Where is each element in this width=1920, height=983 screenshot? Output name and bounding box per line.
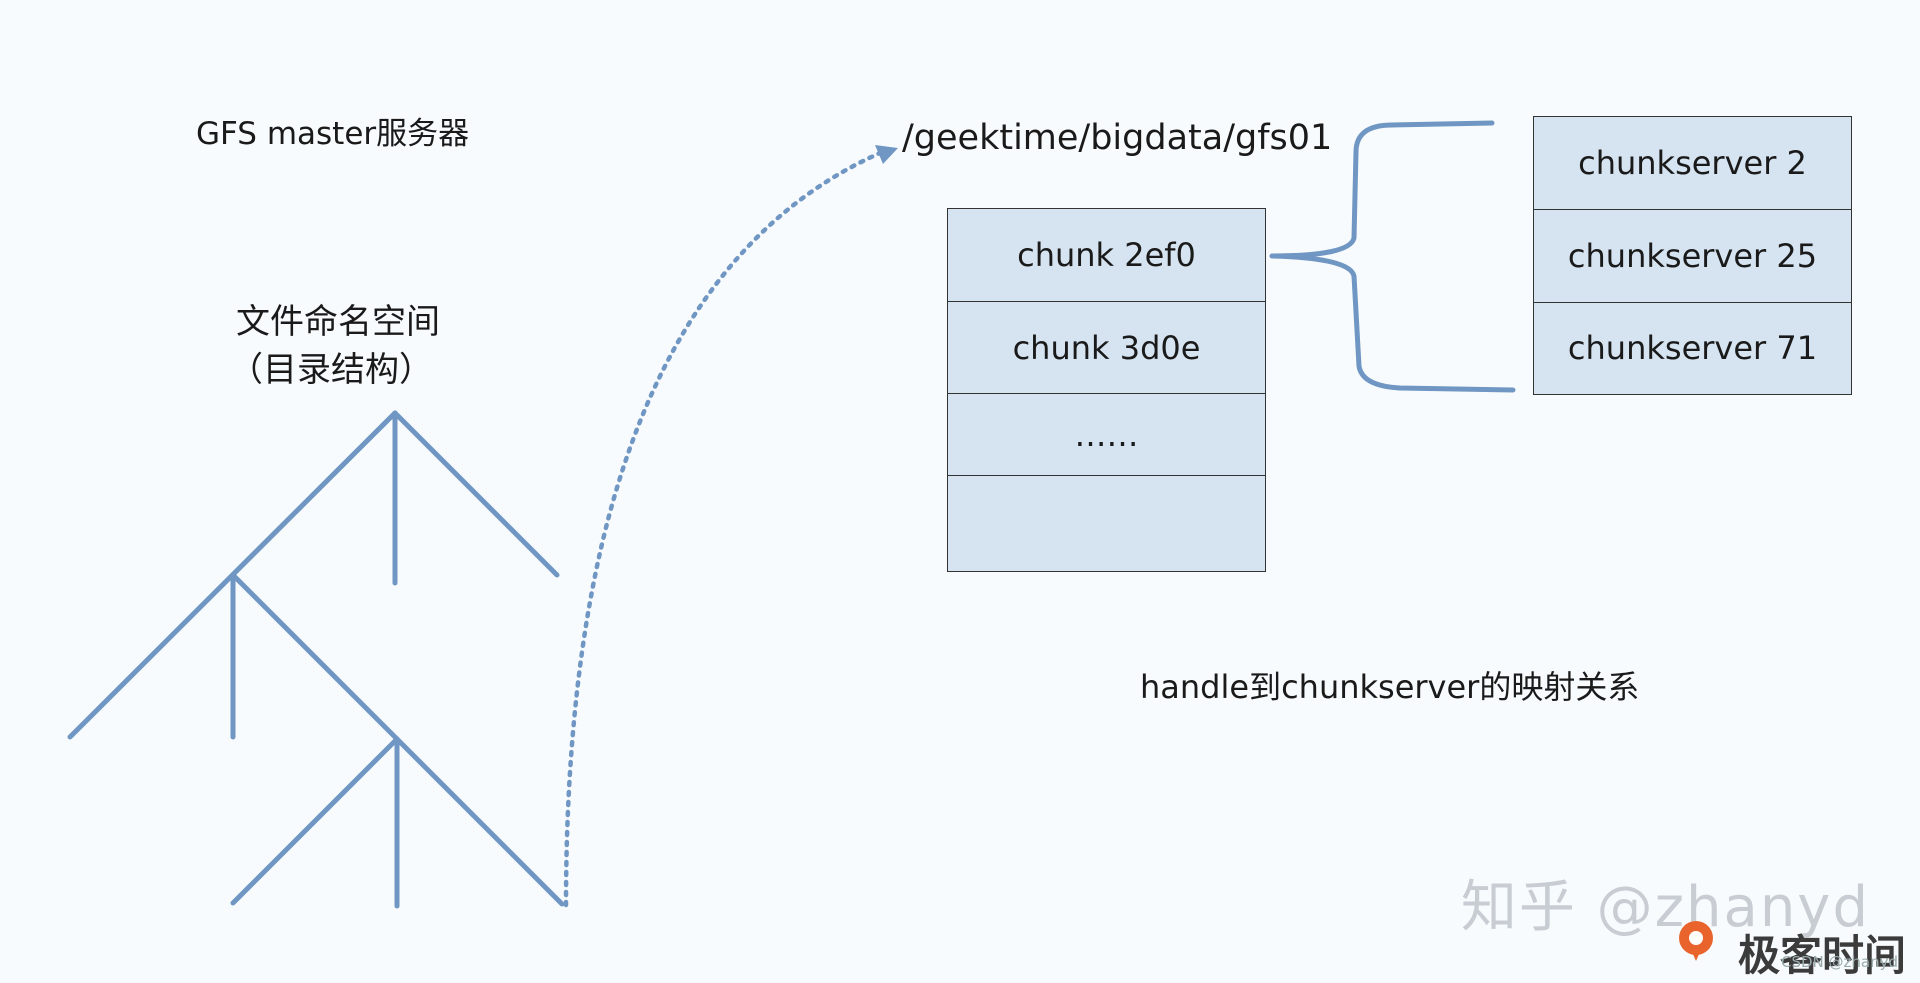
tree-branch	[392, 410, 560, 578]
chunk-cell: chunk 3d0e	[947, 301, 1266, 394]
geektime-logo-icon	[1679, 921, 1713, 961]
namespace-title-line2: （目录结构）	[229, 350, 433, 390]
mapping-brace	[1269, 120, 1516, 393]
arrow-head-icon	[875, 145, 898, 164]
chunkserver-cell: chunkserver 71	[1533, 301, 1852, 395]
file-path: /geektime/bigdata/gfs01	[902, 118, 1333, 158]
master-server-title: GFS master服务器	[196, 116, 470, 152]
tree-branch	[230, 736, 400, 906]
mapping-caption: handle到chunkserver的映射关系	[1140, 668, 1640, 706]
chunkserver-table: chunkserver 2 chunkserver 25 chunkserver…	[1533, 115, 1852, 395]
chunk-table: chunk 2ef0 chunk 3d0e ……	[947, 207, 1266, 572]
namespace-title-line1: 文件命名空间	[236, 302, 440, 342]
zhihu-watermark: 知乎 @zhanyd	[1460, 875, 1870, 940]
geektime-watermark: 极客时间	[1737, 931, 1906, 980]
chunkserver-cell: chunkserver 25	[1533, 209, 1852, 303]
dotted-arrow	[563, 150, 883, 908]
chunkserver-cell: chunkserver 2	[1533, 115, 1852, 211]
chunk-cell	[947, 475, 1266, 572]
namespace-title: 文件命名空间 （目录结构）	[229, 298, 440, 394]
directory-tree	[67, 410, 565, 909]
csdn-watermark: CSDN @zhanyd	[1780, 953, 1898, 971]
chunk-cell: chunk 2ef0	[947, 207, 1266, 303]
chunk-cell: ……	[947, 392, 1266, 477]
